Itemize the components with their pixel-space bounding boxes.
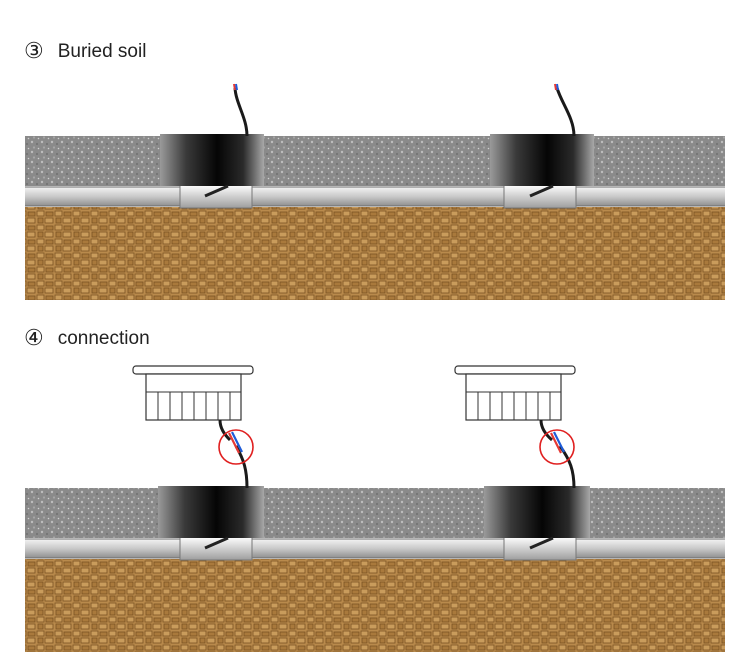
soil-layer	[25, 207, 725, 300]
buried-light-housing	[160, 83, 264, 198]
step-3-heading: ③ Buried soil	[24, 40, 146, 62]
conduit-pipe	[25, 536, 725, 561]
cable-connector-icon	[539, 429, 575, 465]
step-3-number: ③	[24, 38, 44, 63]
highlight-circle	[218, 429, 254, 465]
buried-light-housing	[484, 445, 590, 550]
buried-light-housing	[158, 445, 264, 550]
step-4-heading: ④ connection	[24, 327, 150, 349]
step-3-scene	[25, 83, 725, 300]
soil-layer	[25, 559, 725, 652]
power-cable	[555, 87, 576, 137]
step-3-title: Buried soil	[57, 40, 147, 62]
led-inground-light-icon	[454, 365, 576, 442]
cable-connector-icon	[218, 429, 254, 465]
buried-light-housing	[490, 83, 594, 198]
highlight-circle	[539, 429, 575, 465]
step-4-title: connection	[57, 327, 150, 349]
power-cable	[558, 445, 576, 489]
gravel-layer	[25, 488, 725, 538]
step-4-number: ④	[24, 325, 44, 350]
power-cable	[233, 87, 249, 137]
led-inground-light-icon	[132, 365, 254, 442]
gravel-layer	[25, 136, 725, 186]
step-4-scene	[25, 365, 725, 652]
conduit-pipe	[25, 184, 725, 209]
